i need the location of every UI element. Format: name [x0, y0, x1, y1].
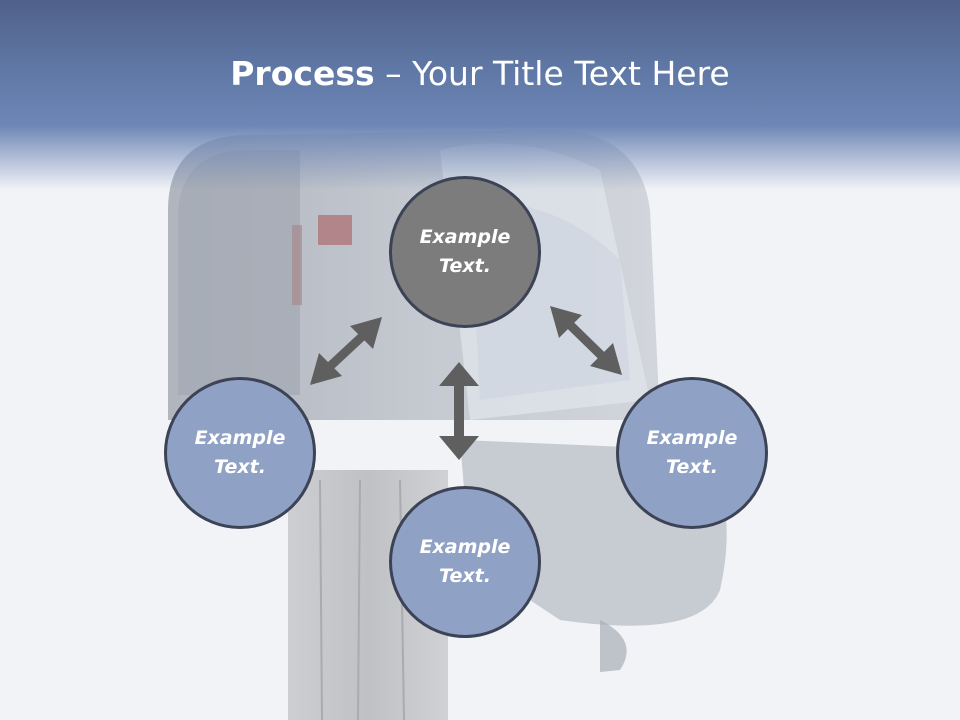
title-bar — [0, 0, 960, 190]
node-left-line1: Example — [194, 427, 286, 449]
arrow-top-left — [310, 317, 382, 385]
title-bold-part: Process — [230, 54, 375, 93]
node-bottom-line1: Example — [419, 536, 511, 558]
node-left-line2: Text. — [214, 456, 266, 478]
node-right-line2: Text. — [666, 456, 718, 478]
node-bottom: Example Text. — [389, 486, 541, 638]
node-top-line1: Example — [419, 226, 511, 248]
slide-title: Process – Your Title Text Here — [0, 52, 960, 96]
node-bottom-line2: Text. — [439, 565, 491, 587]
node-left: Example Text. — [164, 377, 316, 529]
arrow-vertical — [439, 362, 479, 460]
node-top-line2: Text. — [439, 255, 491, 277]
node-top: Example Text. — [389, 176, 541, 328]
node-right-line1: Example — [646, 427, 738, 449]
arrow-top-right — [550, 306, 622, 375]
node-right: Example Text. — [616, 377, 768, 529]
title-rest: – Your Title Text Here — [374, 54, 730, 93]
